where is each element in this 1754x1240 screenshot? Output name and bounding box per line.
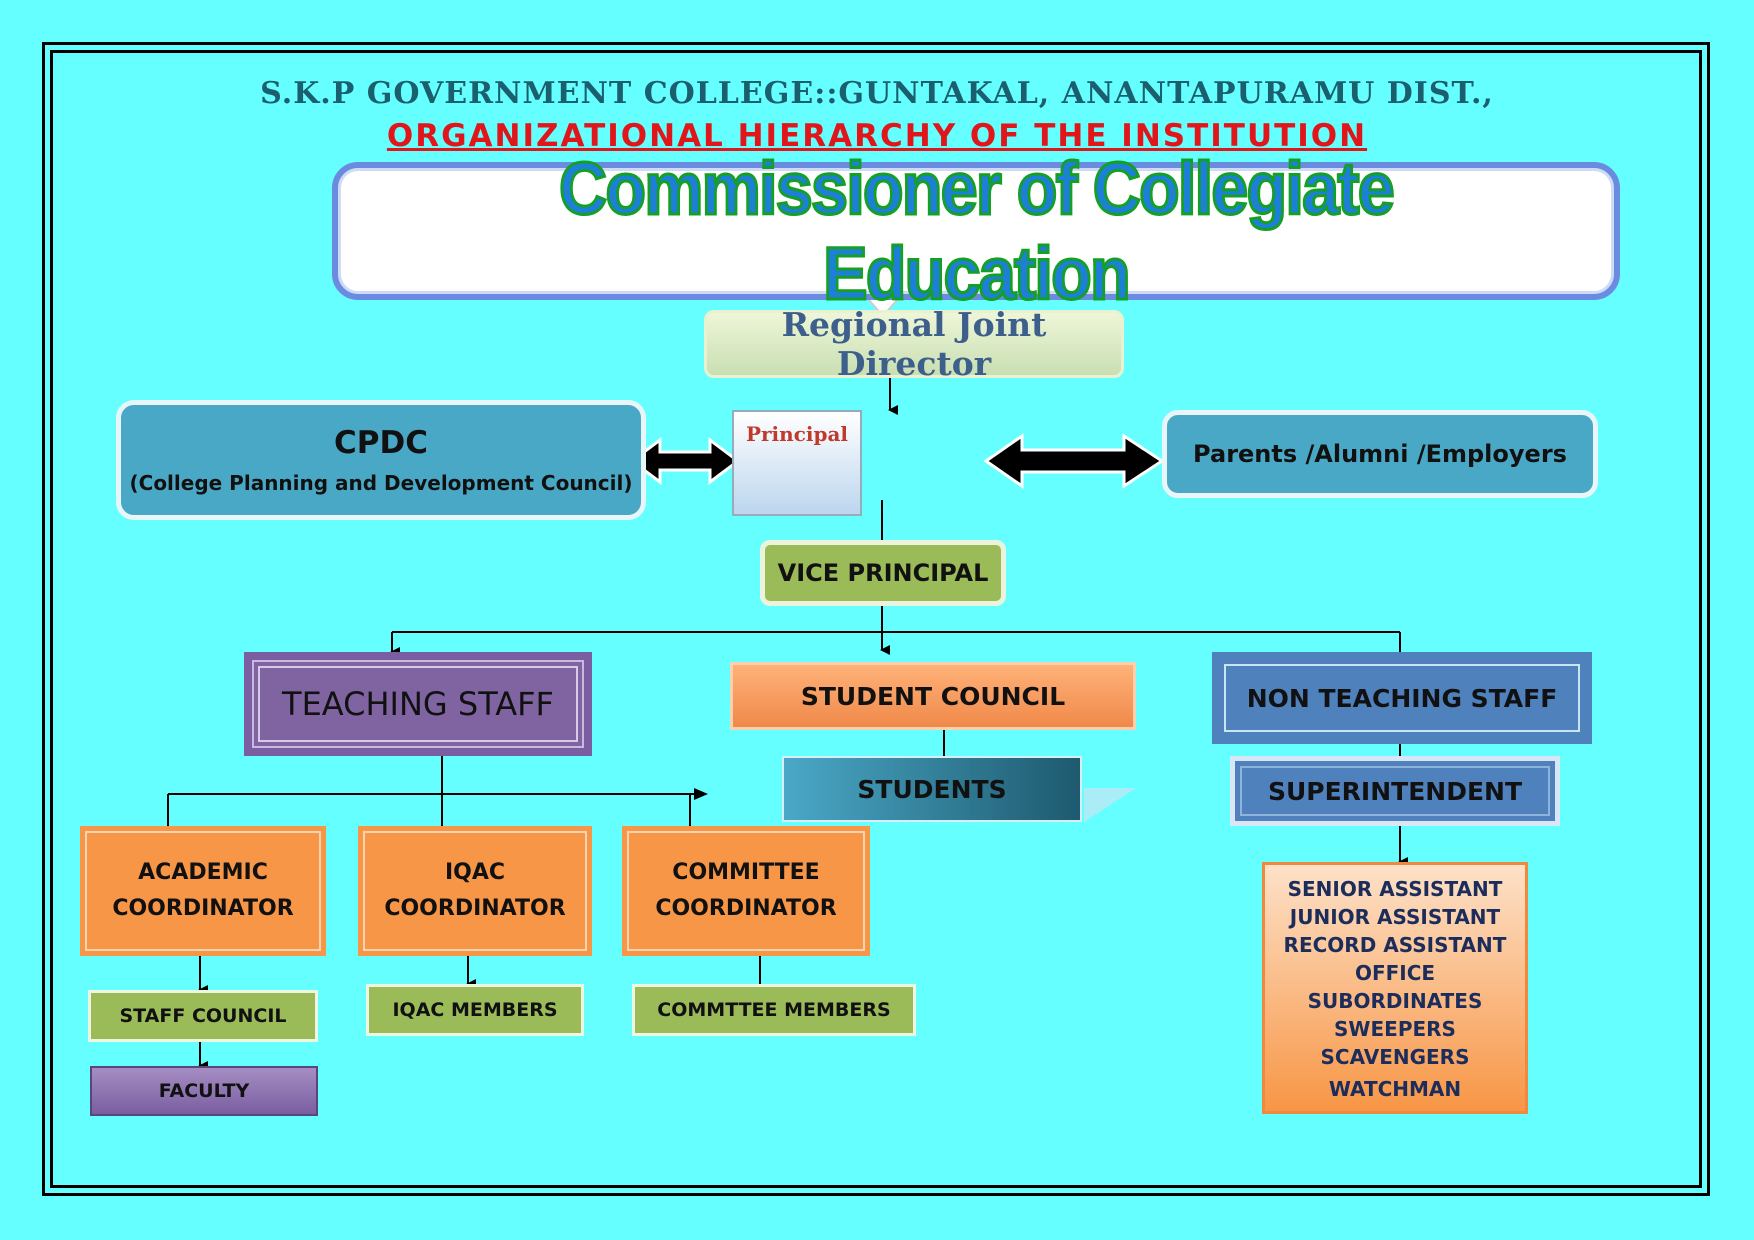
iqac-coordinator-box: IQAC COORDINATOR bbox=[358, 826, 592, 956]
superintendent-label: SUPERINTENDENT bbox=[1267, 776, 1523, 806]
parents-label: Parents /Alumni /Employers bbox=[1193, 440, 1567, 468]
committee-members-box: COMMTTEE MEMBERS bbox=[632, 984, 916, 1036]
superintendent-box: SUPERINTENDENT bbox=[1230, 756, 1560, 826]
vice-principal-box: VICE PRINCIPAL bbox=[760, 540, 1006, 606]
iqac-coordinator-line2: COORDINATOR bbox=[384, 896, 566, 921]
staff-council-label: STAFF COUNCIL bbox=[119, 1005, 287, 1027]
regional-joint-director-box: Regional Joint Director bbox=[704, 305, 1124, 383]
cpdc-box: CPDC (College Planning and Development C… bbox=[116, 400, 646, 520]
non-teaching-staff-box: NON TEACHING STAFF bbox=[1212, 652, 1592, 744]
double-arrow-principal-parents bbox=[983, 433, 1165, 489]
commissioner-box: Commissioner of Collegiate Education bbox=[332, 146, 1620, 317]
committee-coordinator-box: COMMITTEE COORDINATOR bbox=[622, 826, 870, 956]
teaching-staff-box: TEACHING STAFF bbox=[244, 652, 592, 756]
office-staff-item: SENIOR ASSISTANT bbox=[1287, 877, 1503, 901]
commissioner-label: Commissioner of Collegiate Education bbox=[558, 146, 1396, 317]
office-staff-item: OFFICE SUBORDINATES bbox=[1307, 961, 1483, 1013]
iqac-members-box: IQAC MEMBERS bbox=[366, 984, 584, 1036]
vice-principal-label: VICE PRINCIPAL bbox=[777, 559, 989, 587]
office-staff-item: JUNIOR ASSISTANT bbox=[1289, 905, 1501, 929]
cpdc-label: CPDC bbox=[334, 425, 428, 461]
student-council-label: STUDENT COUNCIL bbox=[800, 681, 1066, 711]
parents-box: Parents /Alumni /Employers bbox=[1162, 410, 1598, 498]
iqac-members-label: IQAC MEMBERS bbox=[392, 999, 558, 1021]
cpdc-full-label: (College Planning and Development Counci… bbox=[129, 471, 633, 495]
arrow-right-head bbox=[694, 788, 708, 800]
double-arrow-cpdc-principal bbox=[629, 437, 741, 485]
non-teaching-staff-label: NON TEACHING STAFF bbox=[1246, 683, 1558, 713]
hierarchy-title: ORGANIZATIONAL HIERARCHY OF THE INSTITUT… bbox=[386, 118, 1368, 154]
faculty-box: FACULTY bbox=[90, 1066, 318, 1116]
iqac-coordinator-line1: IQAC bbox=[444, 860, 506, 885]
office-staff-item: RECORD ASSISTANT bbox=[1283, 933, 1507, 957]
principal-label: Principal bbox=[745, 422, 849, 446]
academic-coordinator-line1: ACADEMIC bbox=[138, 860, 268, 885]
staff-council-box: STAFF COUNCIL bbox=[88, 990, 318, 1042]
college-title: S.K.P GOVERNMENT COLLEGE::GUNTAKAL, ANAN… bbox=[260, 76, 1494, 111]
student-council-box: STUDENT COUNCIL bbox=[730, 662, 1136, 730]
committee-members-label: COMMTTEE MEMBERS bbox=[657, 999, 891, 1021]
office-staff-item: SWEEPERS bbox=[1334, 1017, 1456, 1041]
academic-coordinator-box: ACADEMIC COORDINATOR bbox=[80, 826, 326, 956]
academic-coordinator-line2: COORDINATOR bbox=[112, 896, 294, 921]
students-label: STUDENTS bbox=[857, 774, 1007, 804]
students-box: STUDENTS bbox=[782, 756, 1082, 822]
office-staff-box: SENIOR ASSISTANT JUNIOR ASSISTANT RECORD… bbox=[1262, 862, 1528, 1114]
page-frame bbox=[42, 42, 1710, 1196]
teaching-staff-label: TEACHING STAFF bbox=[282, 685, 554, 723]
faculty-label: FACULTY bbox=[158, 1080, 250, 1102]
principal-box: Principal bbox=[732, 410, 862, 516]
committee-coordinator-line2: COORDINATOR bbox=[655, 896, 837, 921]
office-staff-item: WATCHMAN bbox=[1328, 1077, 1462, 1101]
committee-coordinator-line1: COMMITTEE bbox=[672, 860, 820, 885]
students-shadow bbox=[1084, 788, 1136, 822]
rjd-label: Regional Joint Director bbox=[781, 305, 1047, 383]
office-staff-item: SCAVENGERS bbox=[1320, 1045, 1470, 1069]
